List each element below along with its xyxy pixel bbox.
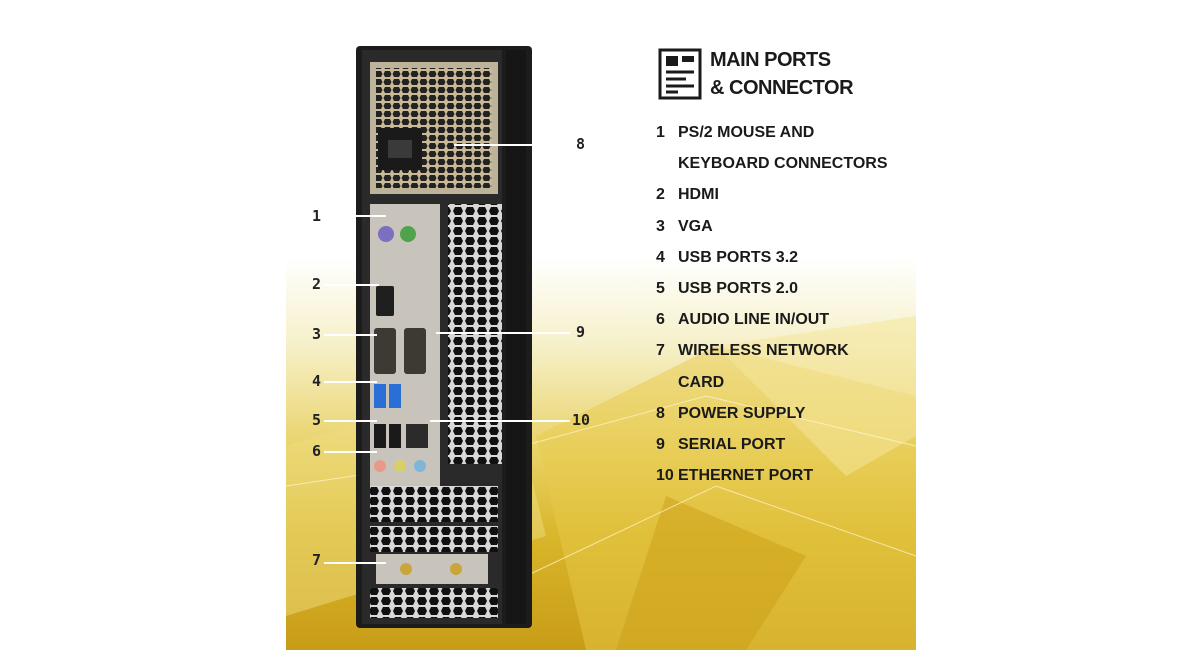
usb32-port bbox=[374, 384, 386, 408]
callout-7: 7 bbox=[312, 551, 322, 569]
serial-port bbox=[404, 328, 426, 374]
callout-3: 3 bbox=[312, 325, 322, 343]
legend-title-line2: & CONNECTOR bbox=[710, 77, 854, 99]
callout-9: 9 bbox=[576, 323, 586, 341]
legend-title-line1: MAIN PORTS bbox=[710, 49, 831, 71]
hdmi-port bbox=[376, 286, 394, 316]
ps2-mouse-port bbox=[378, 226, 394, 242]
callout-2: 2 bbox=[312, 275, 322, 293]
callout-6: 6 bbox=[312, 442, 322, 460]
circuit-board-icon bbox=[658, 48, 702, 100]
ethernet-port bbox=[406, 424, 428, 448]
audio-jack-blue bbox=[414, 460, 426, 472]
legend-title: MAIN PORTS & CONNECTOR bbox=[710, 46, 854, 102]
usb20-port bbox=[374, 424, 386, 448]
usb32-port bbox=[389, 384, 401, 408]
audio-jack-pink bbox=[374, 460, 386, 472]
audio-jack-green bbox=[394, 460, 406, 472]
usb20-port bbox=[389, 424, 401, 448]
callout-4: 4 bbox=[312, 372, 322, 390]
wireless-card-bracket bbox=[376, 554, 488, 584]
ps2-keyboard-port bbox=[400, 226, 416, 242]
callout-8: 8 bbox=[576, 135, 586, 153]
desktop-tower-rear bbox=[356, 46, 532, 628]
product-image-panel: 1 2 3 4 5 6 7 8 9 10 MAIN PORTS & CONNEC… bbox=[286, 16, 916, 650]
callout-1: 1 bbox=[312, 207, 322, 225]
callout-5: 5 bbox=[312, 411, 322, 429]
antenna-connector bbox=[450, 563, 462, 575]
antenna-connector bbox=[400, 563, 412, 575]
callout-10: 10 bbox=[572, 411, 591, 429]
vga-port bbox=[374, 328, 396, 374]
